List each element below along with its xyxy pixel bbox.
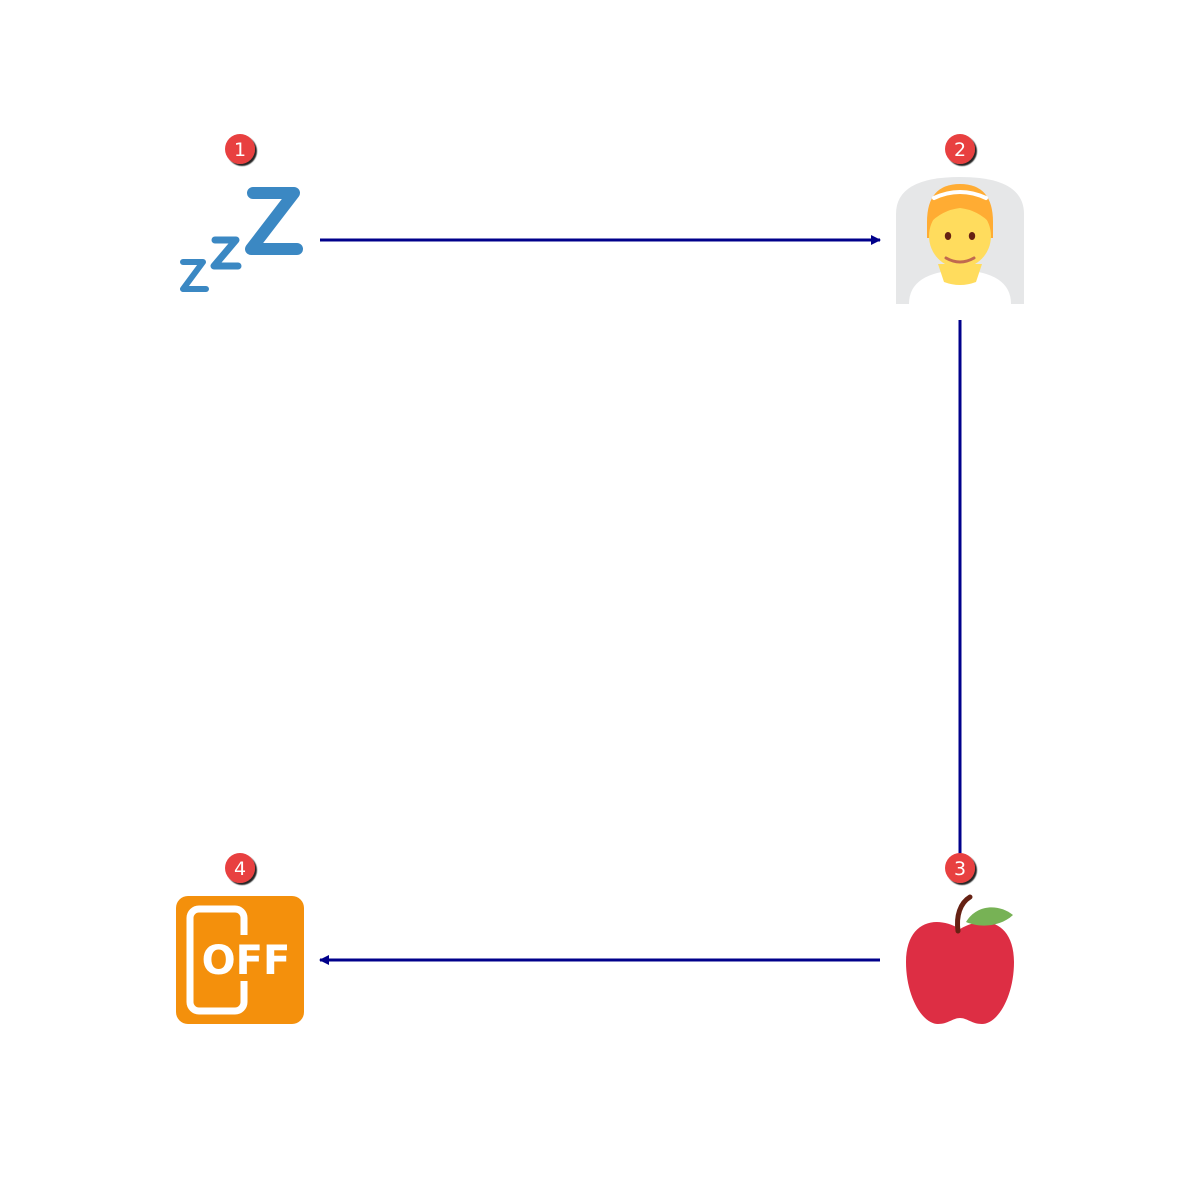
badge-1-label: 1 [234, 139, 246, 161]
mobile-phone-off-icon: OFF [176, 896, 304, 1024]
phone-off-label: OFF [202, 938, 291, 984]
badge-3: 3 [945, 853, 975, 883]
badge-2-label: 2 [954, 139, 966, 161]
badge-2: 2 [945, 134, 975, 164]
badge-4-label: 4 [234, 858, 246, 880]
badge-4: 4 [225, 853, 255, 883]
node-3: 3 [906, 853, 1014, 1024]
node-4: OFF 4 [176, 853, 304, 1024]
badge-3-label: 3 [954, 858, 966, 880]
zzz-sleep-icon [180, 187, 303, 292]
red-apple-icon [906, 894, 1014, 1024]
bride-with-veil-icon [896, 177, 1024, 304]
badge-1: 1 [225, 134, 255, 164]
node-2: 2 [896, 134, 1024, 304]
node-1: 1 [180, 134, 303, 292]
